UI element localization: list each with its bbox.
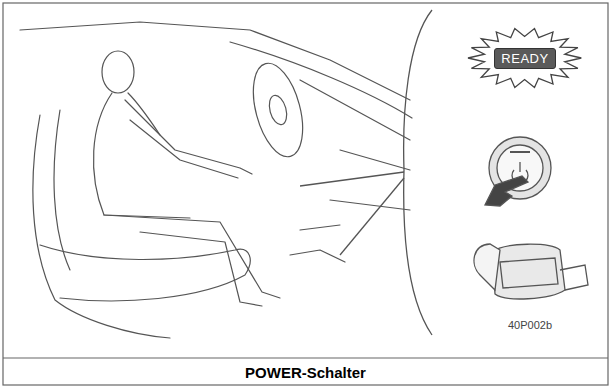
driver-drawing	[20, 22, 412, 338]
starburst-indicator: READY	[466, 26, 583, 90]
figure-code: 40P002b	[508, 319, 552, 331]
frame	[3, 3, 608, 385]
indicator-text: READY	[494, 48, 555, 69]
power-button-icon	[485, 137, 551, 206]
brake-pedal-icon	[474, 244, 588, 299]
caption: POWER-Schalter	[245, 364, 366, 381]
bracket	[300, 10, 432, 335]
caption-divider	[3, 357, 608, 358]
